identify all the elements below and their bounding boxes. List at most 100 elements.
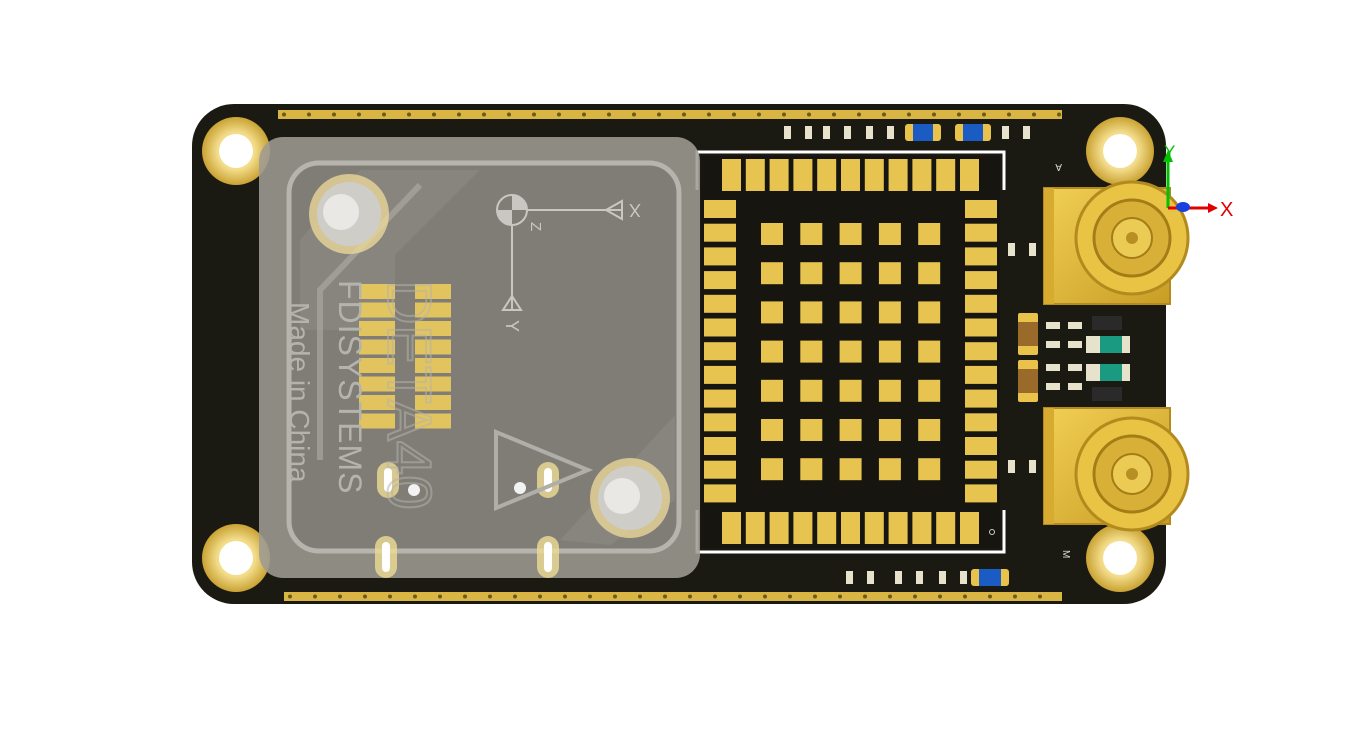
module-grid-pad (800, 223, 823, 245)
pin-dot (863, 594, 867, 599)
pin-dot (338, 594, 342, 599)
module-pad-right (965, 247, 997, 266)
module-pad-left (704, 413, 736, 432)
module-pad-top (888, 159, 908, 191)
pin-dot (538, 594, 542, 599)
module-grid-pad (761, 301, 783, 324)
antenna-label-top: A (1055, 161, 1062, 172)
module-edge-pads (704, 159, 997, 544)
pin-one-marker-icon (989, 529, 995, 535)
connector-pad (359, 376, 395, 392)
view-axis-triad: Y X (1163, 142, 1233, 221)
module-pad-right (965, 223, 997, 242)
module-pad-left (704, 223, 736, 242)
module-pad-left (704, 294, 736, 313)
pin-dot (557, 112, 561, 117)
module-pad-bottom (841, 512, 860, 544)
module-pad-right (965, 200, 997, 218)
imu-axis-label-x: X (629, 200, 641, 220)
pin-dot (307, 112, 311, 117)
made-in-text: Made in China (284, 302, 315, 483)
pin-dot (882, 112, 886, 117)
module-pad-right (965, 318, 997, 337)
connector-pad (359, 339, 395, 355)
enclosure-connector-pads (359, 284, 451, 429)
pin-dot (838, 594, 842, 599)
bottom-pin-strip (284, 592, 1062, 601)
module-pad-right (965, 365, 997, 384)
pin-dot (957, 112, 961, 117)
pin-dot (688, 594, 692, 599)
pin-dot (707, 112, 711, 117)
pin-dot (532, 112, 536, 117)
module-grid-pad (839, 419, 862, 441)
module-grid-pad (800, 262, 823, 285)
module-grid-pad (761, 379, 783, 402)
top-pin-strip (278, 110, 1062, 119)
connector-pad (415, 395, 451, 410)
pin-dot (432, 112, 436, 117)
connector-pad (415, 413, 451, 429)
module-pad-bottom (912, 512, 932, 544)
pin-dot (613, 594, 617, 599)
module-pad-right (965, 460, 997, 479)
module-grid-pad (918, 223, 941, 245)
pin-dot (638, 594, 642, 599)
pin-dot (457, 112, 461, 117)
rf-module (695, 150, 1006, 554)
module-pad-top (841, 159, 860, 191)
smd-row-bottom (846, 569, 1009, 586)
connector-pad (359, 284, 395, 299)
module-pad-right (965, 342, 997, 361)
module-pad-bottom (864, 512, 884, 544)
imu-axis-label-y: Y (502, 320, 522, 332)
mounting-hole-top-left (202, 117, 270, 185)
pin-dot (1038, 594, 1042, 599)
module-pad-right (965, 437, 997, 455)
pin-dot (582, 112, 586, 117)
connector-pad (359, 413, 395, 429)
module-grid-pad (878, 419, 901, 441)
module-pad-right (965, 484, 997, 503)
module-grid-pad (918, 419, 941, 441)
pin-dot (413, 594, 417, 599)
enclosure-boss-top (309, 174, 389, 254)
module-grid-pad (839, 301, 862, 324)
mounting-hole-bottom-right (1086, 524, 1154, 592)
connector-pad (415, 358, 451, 373)
module-grid-pad (761, 223, 783, 245)
pin-dot (807, 112, 811, 117)
pin-dot (682, 112, 686, 117)
pin-dot (713, 594, 717, 599)
pin-dot (963, 594, 967, 599)
pin-dot (513, 594, 517, 599)
module-pad-bottom (769, 512, 789, 544)
module-grid-pad (839, 379, 862, 402)
module-grid-pad (839, 458, 862, 481)
pin-dot (382, 112, 386, 117)
module-pad-bottom (888, 512, 908, 544)
pin-dot (788, 594, 792, 599)
module-pad-top (745, 159, 765, 191)
module-grid-pad (878, 458, 901, 481)
pin-dot (988, 594, 992, 599)
pin-dot (363, 594, 367, 599)
module-grid-pad (918, 301, 941, 324)
enclosure-boss-bottom (590, 458, 670, 538)
pin-dot (1013, 594, 1017, 599)
pin-dot (313, 594, 317, 599)
pin-dot (507, 112, 511, 117)
pin-dot (563, 594, 567, 599)
module-pad-right (965, 413, 997, 432)
module-pad-top (864, 159, 884, 191)
module-pad-top (960, 159, 979, 191)
pin-dot (657, 112, 661, 117)
connector-pad (359, 321, 395, 336)
module-pad-bottom (960, 512, 979, 544)
pin-dot (488, 594, 492, 599)
imu-axis-label-z: Z (527, 222, 544, 231)
module-pad-left (704, 318, 736, 337)
module-pad-bottom (745, 512, 765, 544)
module-pad-left (704, 365, 736, 384)
pin-dot (913, 594, 917, 599)
